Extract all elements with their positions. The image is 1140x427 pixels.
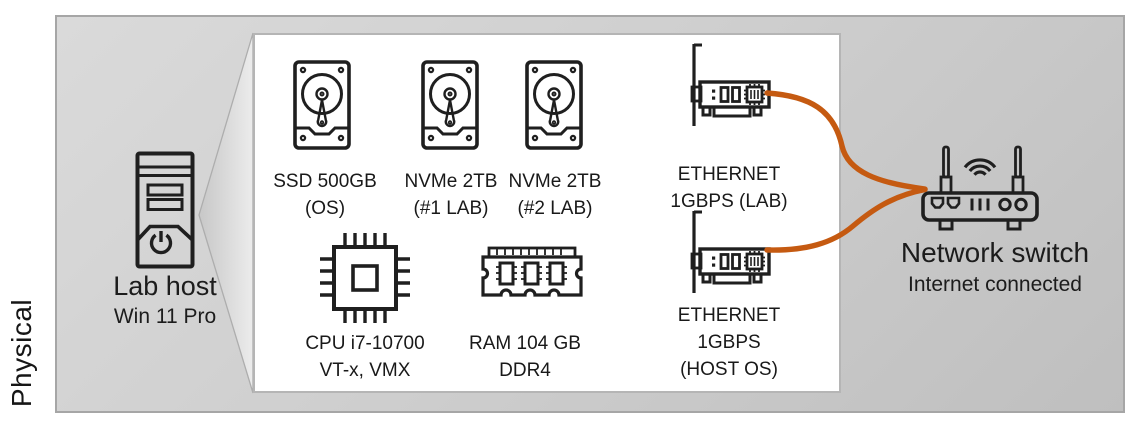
ethernet-card-icon	[690, 43, 771, 126]
nic-lab-label: ETHERNET 1GBPS (LAB)	[653, 161, 805, 215]
ram-label: RAM 104 GB DDR4	[445, 330, 605, 384]
ram-line2: DDR4	[499, 360, 551, 381]
disk-label-ssd: SSD 500GB (OS)	[255, 168, 395, 222]
ethernet-card-icon	[690, 210, 771, 293]
host-subtitle: Win 11 Pro	[113, 305, 217, 328]
nic-host-line1: ETHERNET	[677, 305, 781, 326]
disk-name: NVMe 2TB	[508, 171, 602, 192]
host-components-panel: SSD 500GB (OS) NVMe 2TB (#1 LAB) NVMe 2T…	[253, 33, 841, 393]
cpu-line2: VT-x, VMX	[319, 360, 411, 381]
hdd-icon	[421, 60, 479, 150]
disk-role: (#1 LAB)	[413, 198, 489, 219]
disk-role: (OS)	[304, 198, 346, 219]
nic-host-label: ETHERNET 1GBPS (HOST OS)	[653, 302, 805, 383]
nic-host-line3: (HOST OS)	[680, 359, 778, 380]
disk-role: (#2 LAB)	[517, 198, 593, 219]
hdd-icon	[293, 60, 351, 150]
nic-lab-line1: ETHERNET	[677, 164, 781, 185]
power-icon	[149, 231, 173, 255]
antenna-icon	[939, 145, 1025, 195]
wireless-router-icon	[921, 145, 1039, 231]
switch-subtitle: Internet connected	[908, 273, 1082, 296]
cpu-label: CPU i7-10700 VT-x, VMX	[285, 330, 445, 384]
hdd-icon	[525, 60, 583, 150]
nic-lab-line2: 1GBPS (LAB)	[670, 191, 788, 212]
disk-label-nvme1: NVMe 2TB (#1 LAB)	[391, 168, 511, 222]
disk-label-nvme2: NVMe 2TB (#2 LAB)	[495, 168, 615, 222]
ram-line1: RAM 104 GB	[469, 333, 581, 354]
wifi-waves-icon	[963, 158, 997, 176]
host-title: Lab host	[113, 271, 217, 301]
ram-module-icon	[481, 246, 583, 297]
disk-name: NVMe 2TB	[404, 171, 498, 192]
switch-title: Network switch	[900, 237, 1090, 268]
physical-layer-label: Physical	[6, 298, 37, 408]
cpu-line1: CPU i7-10700	[305, 333, 425, 354]
nic-host-line2: 1GBPS	[697, 332, 761, 353]
computer-tower-icon	[135, 151, 195, 269]
disk-name: SSD 500GB	[273, 171, 377, 192]
port-icon	[930, 196, 961, 209]
cpu-chip-icon	[320, 233, 410, 323]
